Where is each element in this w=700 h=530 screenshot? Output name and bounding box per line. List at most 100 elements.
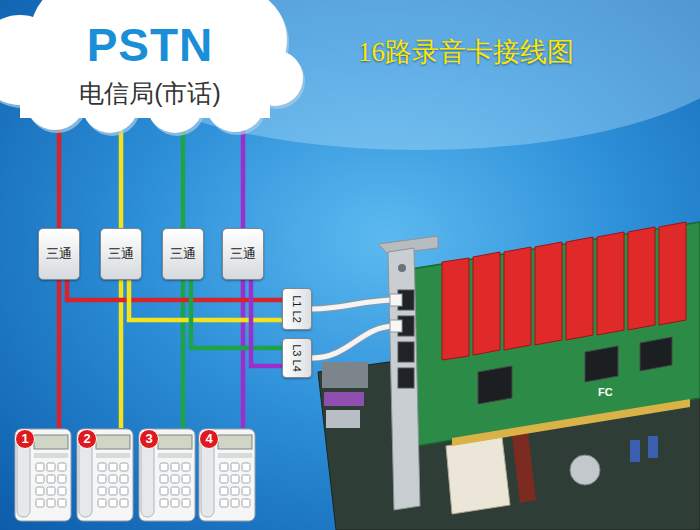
phone-line bbox=[129, 280, 282, 320]
telephone: 3 bbox=[138, 428, 196, 522]
telephone: 4 bbox=[198, 428, 256, 522]
callout-number: 3 bbox=[139, 429, 159, 449]
red-module bbox=[442, 258, 469, 360]
red-module bbox=[659, 222, 686, 325]
cable-shadow bbox=[312, 300, 396, 309]
phone-body bbox=[15, 429, 71, 521]
node-body: 2 bbox=[77, 429, 97, 449]
node-body: L1 L2 bbox=[283, 289, 311, 329]
red-module bbox=[566, 237, 593, 340]
phone-key bbox=[231, 499, 239, 507]
node-body: 三通 bbox=[163, 229, 203, 279]
phone-key bbox=[36, 487, 44, 495]
phone-display bbox=[34, 435, 68, 449]
splitter-box: 三通 bbox=[162, 228, 204, 280]
phone-body bbox=[77, 429, 133, 521]
phone-display bbox=[218, 435, 252, 449]
certification-mark: FC bbox=[598, 386, 613, 398]
phone-key bbox=[58, 475, 66, 483]
phone-key bbox=[47, 463, 55, 471]
card-pcb bbox=[405, 222, 700, 448]
io-port bbox=[326, 410, 360, 428]
node-body: 三通 bbox=[39, 229, 79, 279]
phone-key bbox=[231, 463, 239, 471]
node-body: 三通 bbox=[101, 229, 141, 279]
phone-key bbox=[160, 499, 168, 507]
callout-number: 4 bbox=[199, 429, 219, 449]
phone-key bbox=[36, 475, 44, 483]
phone-key bbox=[242, 463, 250, 471]
bracket-hole bbox=[398, 264, 406, 272]
phone-function-keys bbox=[158, 453, 192, 458]
telephone: 2 bbox=[76, 428, 134, 522]
phone-line bbox=[181, 128, 186, 228]
cmos-battery bbox=[570, 455, 600, 485]
phone-key bbox=[109, 463, 117, 471]
phone-key bbox=[36, 463, 44, 471]
io-port bbox=[322, 362, 368, 388]
phone-function-keys bbox=[34, 453, 68, 458]
phone-key bbox=[231, 487, 239, 495]
phone-key bbox=[120, 487, 128, 495]
phone-key bbox=[171, 499, 179, 507]
network-name: PSTN bbox=[87, 22, 214, 68]
phone-key bbox=[98, 463, 106, 471]
splitter-label: 三通 bbox=[230, 245, 256, 263]
node-body: L3 L4 bbox=[283, 339, 311, 377]
phone-key bbox=[171, 463, 179, 471]
phone-line bbox=[191, 280, 282, 348]
diagram-title: 16路录音卡接线图 bbox=[358, 34, 574, 70]
phone-key bbox=[171, 487, 179, 495]
phone-key bbox=[220, 475, 228, 483]
splitter-label: 三通 bbox=[108, 245, 134, 263]
rj11-jack bbox=[398, 368, 414, 388]
phone-key bbox=[220, 487, 228, 495]
phone-key bbox=[98, 475, 106, 483]
chip bbox=[585, 346, 618, 382]
splitter-box: 三通 bbox=[100, 228, 142, 280]
phone-function-keys bbox=[96, 453, 130, 458]
line-label: L1 L2 bbox=[291, 295, 303, 323]
pstn-cloud: PSTN 电信局(市话) bbox=[0, 0, 300, 128]
rj11-jack bbox=[398, 342, 414, 362]
phone-line bbox=[119, 128, 124, 228]
splitter-box: 三通 bbox=[38, 228, 80, 280]
phone-function-keys bbox=[218, 453, 252, 458]
phone-body bbox=[139, 429, 195, 521]
pci-slot bbox=[512, 433, 536, 503]
line-adapter: L1 L2 bbox=[282, 288, 312, 330]
phone-key bbox=[220, 499, 228, 507]
cable bbox=[312, 300, 396, 309]
patch-cables bbox=[312, 294, 402, 358]
io-port bbox=[324, 392, 364, 406]
phone-display bbox=[96, 435, 130, 449]
splitter-label: 三通 bbox=[46, 245, 72, 263]
phone-key bbox=[231, 475, 239, 483]
cable-plug bbox=[390, 320, 402, 332]
node-body: 4 bbox=[199, 429, 219, 449]
phone-line bbox=[57, 128, 62, 228]
phone-key bbox=[120, 475, 128, 483]
phone-line bbox=[251, 280, 282, 366]
phone-key bbox=[171, 475, 179, 483]
capacitor bbox=[648, 436, 658, 458]
phone-key bbox=[36, 499, 44, 507]
capacitor bbox=[630, 440, 640, 462]
phone-body bbox=[199, 429, 255, 521]
line-adapter: L3 L4 bbox=[282, 338, 312, 378]
card-bracket bbox=[388, 248, 420, 510]
phone-key bbox=[58, 463, 66, 471]
splitter-label: 三通 bbox=[170, 245, 196, 263]
callout-number: 1 bbox=[15, 429, 35, 449]
phone-key bbox=[98, 487, 106, 495]
phone-key bbox=[98, 499, 106, 507]
red-module bbox=[473, 252, 500, 355]
cloud-body bbox=[0, 0, 303, 133]
gold-fingers bbox=[452, 399, 690, 446]
network-subtitle: 电信局(市话) bbox=[79, 80, 221, 108]
phone-key bbox=[182, 499, 190, 507]
phone-key bbox=[242, 475, 250, 483]
phone-key bbox=[220, 463, 228, 471]
telephone: 1 bbox=[14, 428, 72, 522]
